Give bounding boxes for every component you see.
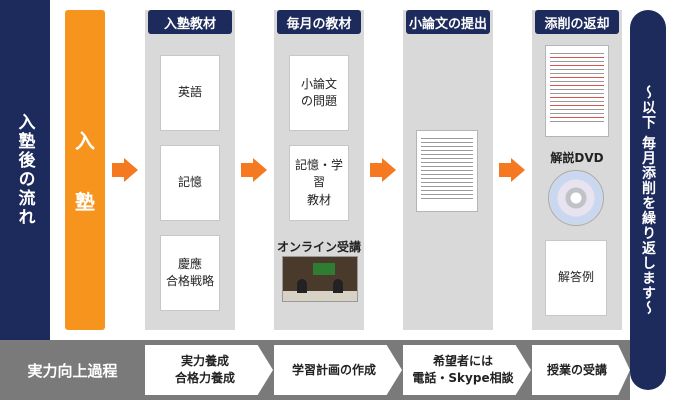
step-chevron: 希望者には 電話・Skype相談	[403, 345, 531, 395]
student-figure	[297, 279, 307, 293]
classroom-screen	[313, 263, 335, 275]
arrow-right-icon	[382, 158, 396, 182]
arrow-stem	[370, 163, 382, 177]
dvd-label: 解説DVD	[550, 151, 604, 165]
card-label: 解答例	[557, 270, 594, 285]
submitted-essay-thumbnail	[416, 130, 478, 212]
dvd-disc-icon	[548, 170, 604, 226]
flow-title-panel: 入塾後の流れ	[0, 0, 50, 340]
step-label: 授業の受講	[546, 362, 607, 377]
step-chevron: 学習計画の作成	[274, 345, 402, 395]
card-label: 記憶・学習 教材	[294, 157, 343, 207]
online-class-photo	[282, 256, 358, 302]
corrected-essay-thumbnail	[545, 45, 609, 137]
enrollment-bar: 入 塾	[65, 10, 105, 330]
card-label: 英語	[177, 85, 202, 100]
enroll-char-2: 塾	[75, 190, 95, 214]
column-header: 添削の返却	[535, 10, 619, 34]
arrow-stem	[112, 163, 124, 177]
arrow-right-icon	[511, 158, 525, 182]
step-chevron: 実力養成 合格力養成	[145, 345, 273, 395]
arrow-right-icon	[253, 158, 267, 182]
arrow-right-icon	[124, 158, 138, 182]
card-memory: 記憶	[160, 145, 220, 221]
classroom-desk	[283, 291, 357, 301]
card-label: 慶應 合格戦略	[165, 256, 214, 288]
column-header: 小論文の提出	[406, 10, 490, 34]
enroll-char-1: 入	[75, 129, 95, 153]
step-label: 希望者には 電話・Skype相談	[412, 354, 514, 385]
card-answer-example: 解答例	[545, 240, 607, 316]
card-english: 英語	[160, 55, 220, 131]
progress-title: 実力向上過程	[27, 361, 118, 380]
column-header: 毎月の教材	[277, 10, 361, 34]
card-label: 小論文 の問題	[300, 76, 337, 108]
column-header: 入塾教材	[148, 10, 232, 34]
step-label: 学習計画の作成	[291, 362, 376, 377]
step-label: 実力養成 合格力養成	[174, 354, 235, 385]
card-essay-problems: 小論文 の問題	[289, 55, 349, 131]
teacher-figure	[333, 279, 343, 293]
repeat-banner-text: ～以下 毎月添削を繰り返します～	[640, 84, 656, 316]
card-label: 記憶	[177, 175, 202, 190]
arrow-stem	[499, 163, 511, 177]
step-chevron: 授業の受講	[532, 345, 630, 395]
arrow-stem	[241, 163, 253, 177]
card-keio-strategy: 慶應 合格戦略	[160, 235, 220, 311]
repeat-banner: ～以下 毎月添削を繰り返します～	[630, 10, 666, 390]
online-course-label: オンライン受講	[276, 240, 361, 254]
flow-title: 入塾後の流れ	[14, 113, 35, 227]
card-study-materials: 記憶・学習 教材	[289, 145, 349, 221]
